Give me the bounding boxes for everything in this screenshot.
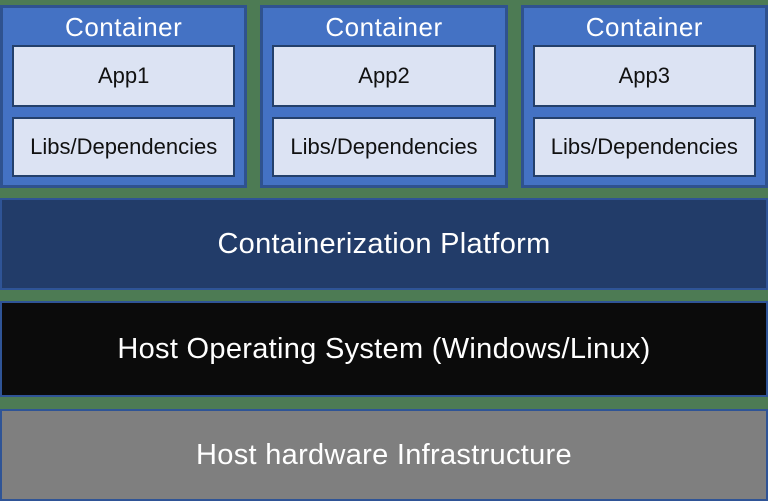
app1-label: App1 <box>97 63 150 88</box>
app3-box: App3 <box>532 45 756 107</box>
container-box-3: Container App3 Libs/Dependencies <box>520 5 768 188</box>
app3-label: App3 <box>618 63 671 88</box>
container-box-2: Container App2 Libs/Dependencies <box>260 5 508 188</box>
app1-box: App1 <box>12 45 236 107</box>
container-box-1: Container App1 Libs/Dependencies <box>0 5 248 188</box>
libs-box-2: Libs/Dependencies <box>272 117 496 177</box>
containerization-platform-label: Containerization Platform <box>217 227 551 260</box>
host-operating-system-label: Host Operating System (Windows/Linux) <box>117 332 651 365</box>
container-title: Container <box>325 12 443 42</box>
libs-box-3: Libs/Dependencies <box>532 117 756 177</box>
app2-box: App2 <box>272 45 496 107</box>
libs-label-2: Libs/Dependencies <box>290 134 478 159</box>
containers-row: Container App1 Libs/Dependencies Contain… <box>0 5 768 188</box>
container-title: Container <box>65 12 183 42</box>
libs-label-1: Libs/Dependencies <box>30 134 218 159</box>
app2-label: App2 <box>358 63 410 88</box>
libs-box-1: Libs/Dependencies <box>12 117 236 177</box>
layer-host-hardware-infrastructure: Host hardware Infrastructure <box>0 409 768 501</box>
container-title: Container <box>585 12 703 42</box>
libs-label-3: Libs/Dependencies <box>550 134 738 159</box>
layer-host-operating-system: Host Operating System (Windows/Linux) <box>0 301 768 397</box>
layer-containerization-platform: Containerization Platform <box>0 198 768 290</box>
host-hardware-infrastructure-label: Host hardware Infrastructure <box>196 438 572 471</box>
